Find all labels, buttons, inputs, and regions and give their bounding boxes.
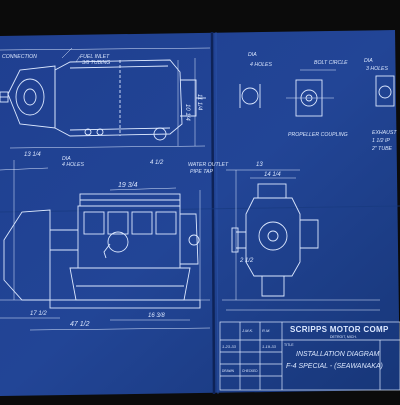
dim-17-1-2: 17 1/2 bbox=[30, 311, 47, 317]
note-dia-3: DIA bbox=[364, 58, 373, 64]
dim-11-1-4: 11 1/4 bbox=[196, 94, 202, 111]
note-exhaust-size: 1 1/2 IP bbox=[372, 138, 390, 144]
note-water-outlet: WATER OUTLET bbox=[188, 162, 229, 168]
propeller-coupling bbox=[239, 69, 395, 117]
initials-1: J.M.K. bbox=[241, 328, 253, 333]
checked-label: CHECKED bbox=[242, 369, 258, 373]
engine-side-view bbox=[0, 160, 211, 331]
title-line-1: INSTALLATION DIAGRAM bbox=[296, 351, 380, 358]
title-line-2: F-4 SPECIAL - (SEAWANAKA) bbox=[286, 363, 383, 370]
note-dia: DIA bbox=[62, 156, 71, 162]
company-name: SCRIPPS MOTOR COMP bbox=[290, 325, 389, 334]
note-dia-right: DIA bbox=[248, 52, 257, 58]
engine-front-view bbox=[222, 169, 380, 311]
dim-19-3-4: 19 3/4 bbox=[118, 182, 138, 189]
note-holes: 4 HOLES bbox=[62, 162, 84, 168]
fold-highlight bbox=[215, 31, 219, 395]
note-fuel-tubing: 3/8 TUBING bbox=[82, 60, 110, 66]
engine-top-view bbox=[0, 47, 211, 149]
center-fold bbox=[210, 31, 216, 395]
dim-16-3-8: 16 3/8 bbox=[148, 313, 165, 319]
note-exhaust: EXHAUST bbox=[372, 130, 397, 136]
note-holes-right: 4 HOLES bbox=[250, 62, 272, 68]
date-2: 1-19-33 bbox=[262, 344, 277, 349]
dim-2-1-2: 2 1/2 bbox=[239, 258, 254, 264]
note-propeller-coupling: PROPELLER COUPLING bbox=[288, 132, 348, 138]
title-label: TITLE bbox=[284, 343, 294, 347]
note-fuel-inlet: FUEL INLET bbox=[80, 54, 110, 60]
note-3-holes: 3 HOLES bbox=[366, 66, 388, 72]
drawn-label: DRAWN bbox=[222, 369, 235, 373]
title-block bbox=[219, 321, 400, 391]
date-1: 1-23-33 bbox=[222, 344, 237, 349]
initials-2: R.M. bbox=[262, 328, 270, 333]
note-exhaust-tube: 2" TUBE bbox=[371, 146, 393, 152]
dim-13-1-4: 13 1/4 bbox=[24, 152, 41, 158]
dim-4-1-2: 4 1/2 bbox=[150, 160, 164, 166]
dim-10-1-4: 10 1/4 bbox=[184, 104, 190, 121]
company-location: DETROIT, MICH. bbox=[330, 335, 357, 339]
note-pipe-tap: PIPE TAP bbox=[190, 169, 214, 175]
dim-47-1-2: 47 1/2 bbox=[70, 321, 90, 328]
note-connection: CONNECTION bbox=[2, 54, 37, 60]
dim-14-1-4: 14 1/4 bbox=[264, 172, 281, 178]
dim-13: 13 bbox=[256, 162, 263, 168]
note-bolt-circle: BOLT CIRCLE bbox=[314, 60, 348, 66]
